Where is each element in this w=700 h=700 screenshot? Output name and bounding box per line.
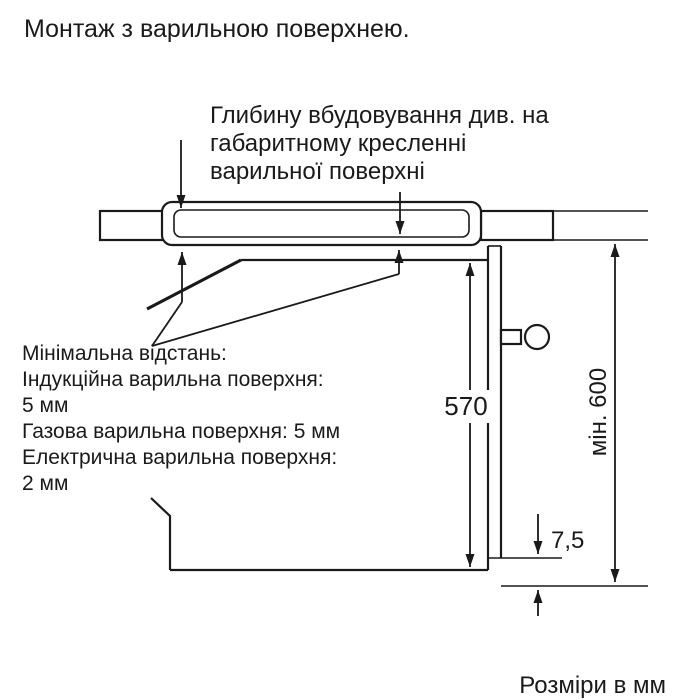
hob-outer-frame	[160, 200, 483, 247]
min-distance-note-line-5: Електрична варильна поверхня:	[22, 446, 338, 469]
knob	[523, 323, 551, 351]
units-note: Розміри в мм	[519, 672, 666, 699]
embedding-depth-note-line-1: Глибину вбудовування див. на	[210, 102, 549, 129]
dim-7-5-label: 7,5	[549, 527, 587, 555]
worktop	[98, 209, 648, 242]
worktop-left-section	[98, 209, 166, 242]
worktop-right-section	[479, 209, 555, 242]
embedding-depth-note-line-2: габаритному кресленні	[210, 130, 467, 157]
dim-min-600-label: мін. 600	[585, 367, 612, 457]
knob-stem	[499, 328, 523, 346]
hob	[160, 200, 483, 247]
min-distance-note: Мінімальна відстань: Індукційна варильна…	[22, 341, 340, 497]
embedding-depth-note-line-3: варильної поверхні	[210, 158, 425, 185]
min-distance-leaders	[151, 250, 404, 347]
min-distance-note-line-2: Індукційна варильна поверхня:	[22, 368, 324, 391]
embedding-depth-leaders	[176, 140, 405, 234]
min-distance-note-line-3: 5 мм	[22, 394, 69, 417]
cabinet-break-diagonal	[146, 258, 242, 311]
min-distance-note-line-6: 2 мм	[22, 472, 69, 495]
cabinet-left-break-line	[150, 497, 172, 570]
oven-handle-knob	[499, 323, 551, 351]
leader-diagonal-right	[151, 273, 400, 347]
min-distance-note-line-1: Мінімальна відстань:	[22, 342, 227, 365]
min-distance-note-line-4: Газова варильна поверхня: 5 мм	[22, 420, 341, 443]
page-title: Монтаж з варильною поверхнею.	[24, 15, 410, 43]
dim-570-label: 570	[438, 390, 494, 423]
oven-cabinet	[146, 245, 648, 587]
leader-diagonal-left	[151, 301, 183, 347]
embedding-depth-note: Глибину вбудовування див. на габаритному…	[210, 102, 549, 186]
hob-inner-frame	[173, 209, 470, 238]
